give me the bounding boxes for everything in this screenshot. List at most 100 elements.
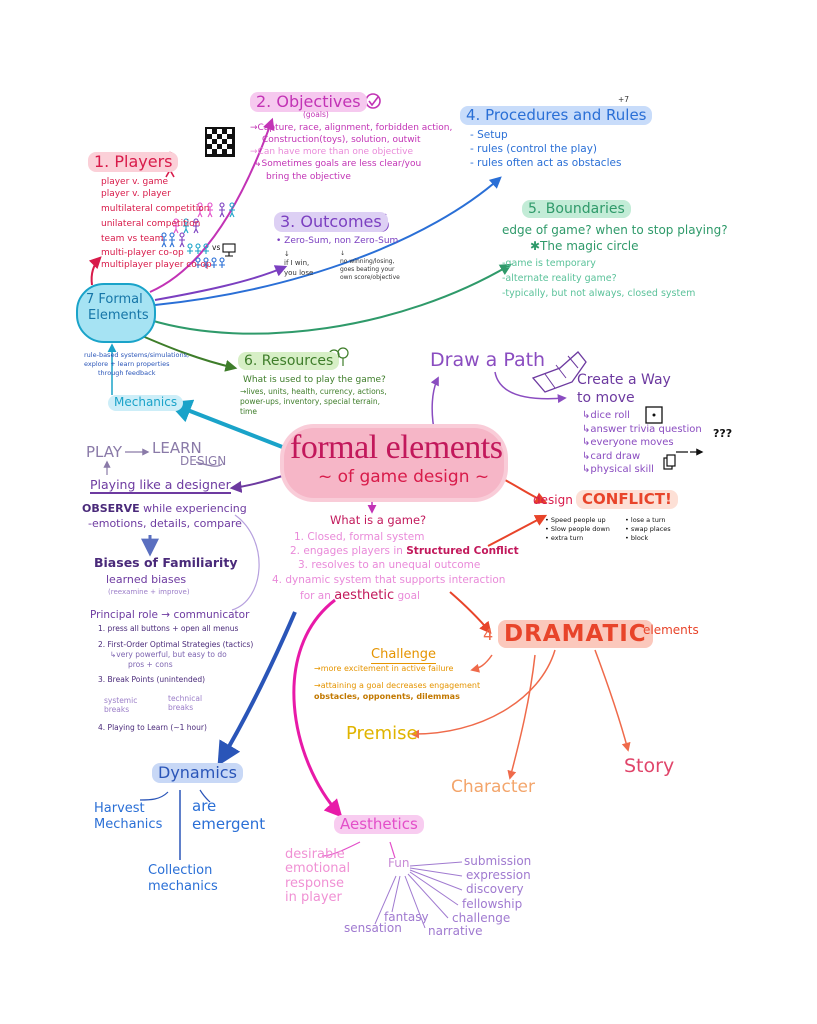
outcomes-note-2: ↓ no winning/losing, goes beating your o… (340, 250, 400, 282)
mechanics-label: Mechanics (108, 395, 184, 411)
procedures-item: - Setup (470, 129, 508, 141)
path-create-1: Create a Way (577, 372, 671, 388)
challenge-item: →more excitement in active failure (314, 664, 454, 673)
formal-elements-cloud (76, 283, 156, 343)
objectives-item: ↳Sometimes goals are less clear/you (254, 159, 422, 170)
conflict-item: • lose a turn (625, 516, 666, 524)
resources-item: →lives, units, health, currency, actions… (240, 387, 387, 396)
mechanics-note-line: rule-based systems/simulations, (84, 351, 190, 359)
observe-lead: OBSERVE (82, 502, 140, 515)
challenge-item: obstacles, opponents, dilemmas (314, 691, 460, 701)
whatis-item: 3. resolves to an unequal outcome (298, 559, 481, 572)
biases-sub-2: (reexamine + improve) (108, 588, 190, 596)
boundaries-title: 5. Boundaries (522, 200, 631, 219)
aesthetics-title: Aesthetics (334, 815, 424, 835)
path-item: ↳physical skill (582, 464, 654, 475)
outcomes-note-line: goes beating your (340, 266, 395, 274)
premise-label: Premise (346, 723, 418, 744)
dynamics-emergent-line: are (192, 797, 217, 815)
objectives-item: Construction(toys), solution, outwit (262, 135, 421, 146)
aesthetics-type: expression (466, 868, 531, 882)
challenge-title: Challenge (371, 647, 436, 664)
center-subtitle-text: of game design (337, 467, 470, 487)
aesthetics-type: fellowship (462, 897, 523, 911)
aesthetics-desirable-line: desirable (285, 847, 345, 862)
procedures-list: - Setup - rules (control the play) - rul… (470, 128, 621, 171)
boundaries-item: -typically, but not always, closed syste… (502, 287, 696, 299)
aesthetics-desirable: desirable emotional response in player (285, 847, 350, 905)
players-item: player v. game (101, 177, 169, 187)
players-title: 1. Players (88, 152, 179, 173)
dynamics-collection-line: mechanics (148, 878, 218, 894)
resources-question: What is used to play the game? (243, 375, 386, 385)
conflict-list: • Speed people up • lose a turn • Slow p… (545, 516, 695, 542)
story-label: Story (624, 755, 675, 777)
resources-item: time (240, 407, 257, 417)
principal-list: 1. press all buttons + open all menus 2.… (98, 624, 253, 685)
biases-sub-1: learned biases (106, 573, 187, 586)
aesthetics-type: submission (464, 854, 532, 868)
players-item: team vs team (101, 233, 164, 244)
dynamics-emergent-line: emergent (192, 815, 266, 834)
path-list: ↳dice roll ↳answer trivia question ↳ever… (582, 409, 702, 477)
resources-list: →lives, units, health, currency, actions… (240, 387, 387, 417)
conflict-item: • extra turn (545, 533, 584, 542)
outcomes-title: 3. Outcomes (274, 212, 388, 233)
dramatic-suffix: elements (643, 623, 699, 637)
whatis-item: goal (397, 589, 420, 602)
principal-title: Principal role → communicator (90, 609, 250, 621)
whatis-item: for an (300, 589, 331, 602)
principal-item: 2. First-Order Optimal Strategies (tacti… (98, 640, 254, 650)
conflict-item: • Speed people up (545, 516, 606, 524)
boundaries-list: -game is temporary -alternate reality ga… (502, 258, 695, 300)
principal-item: 3. Break Points (unintended) (98, 674, 206, 684)
dynamics-collection-line: Collection (148, 863, 213, 878)
whatis-item-5: for an aesthetic goal (272, 587, 519, 605)
conflict-item: • Slow people down (545, 524, 610, 533)
principal-item: ↳very powerful, but easy to do (110, 650, 227, 660)
aesthetic-word: aesthetic (334, 587, 395, 603)
players-list: player v. game player v. player multilat… (101, 176, 212, 271)
whatis-item: 2. engages players in (290, 545, 403, 558)
path-title: Draw a Path (430, 349, 546, 371)
objectives-list: →Capture, race, alignment, forbidden act… (250, 122, 452, 183)
play-label: PLAY (86, 443, 123, 461)
observe-items: -emotions, details, compare (88, 517, 242, 530)
whatis-item: 4. dynamic system that supports interact… (272, 573, 506, 586)
conflict-item: • swap places (625, 524, 671, 533)
objectives-title: 2. Objectives (250, 92, 367, 113)
center-subtitle: ~ of game design ~ (318, 467, 490, 487)
dramatic-count: 4 (483, 625, 494, 644)
dynamics-emergent: are emergent (192, 796, 265, 833)
aesthetics-fun: Fun (388, 856, 410, 870)
formal-elements-line2: Elements (88, 308, 149, 323)
procedures-badge: +7 (618, 95, 630, 104)
path-create-2: to move (577, 390, 635, 406)
aesthetics-type: sensation (344, 921, 402, 935)
biases-title: Biases of Familiarity (94, 555, 238, 570)
observe-line: OBSERVE while experiencing (82, 502, 247, 516)
players-item: multiplayer player co-op (101, 259, 212, 270)
whatis-list: 1. Closed, formal system 2. engages play… (272, 530, 519, 604)
challenge-item: →attaining a goal decreases engagement (314, 680, 481, 690)
dynamics-harvest-line: Harvest (94, 801, 145, 816)
outcomes-note-line: you lose (284, 268, 314, 277)
outcomes-note-line: if I win, (284, 259, 310, 268)
resources-title: 6. Resources (238, 352, 340, 371)
aesthetics-desirable-line: response (285, 875, 345, 891)
character-label: Character (451, 777, 535, 797)
conflict-prefix: design (533, 493, 573, 507)
formal-elements-line1: 7 Formal (86, 292, 143, 307)
boundaries-item: -alternate reality game? (502, 272, 617, 284)
dramatic-label: DRAMATIC (498, 620, 653, 649)
whatis-question: What is a game? (330, 513, 427, 527)
mechanics-note-line: through feedback (98, 368, 156, 377)
mechanics-note-line: explore + learn properties (84, 359, 170, 368)
aesthetics-type: discovery (466, 882, 524, 896)
principal-item-4: 4. Playing to Learn (~1 hour) (98, 723, 207, 732)
conflict-item: • block (625, 533, 649, 542)
players-vs: vs (212, 243, 221, 252)
whatis-item: 1. Closed, formal system (294, 531, 425, 543)
